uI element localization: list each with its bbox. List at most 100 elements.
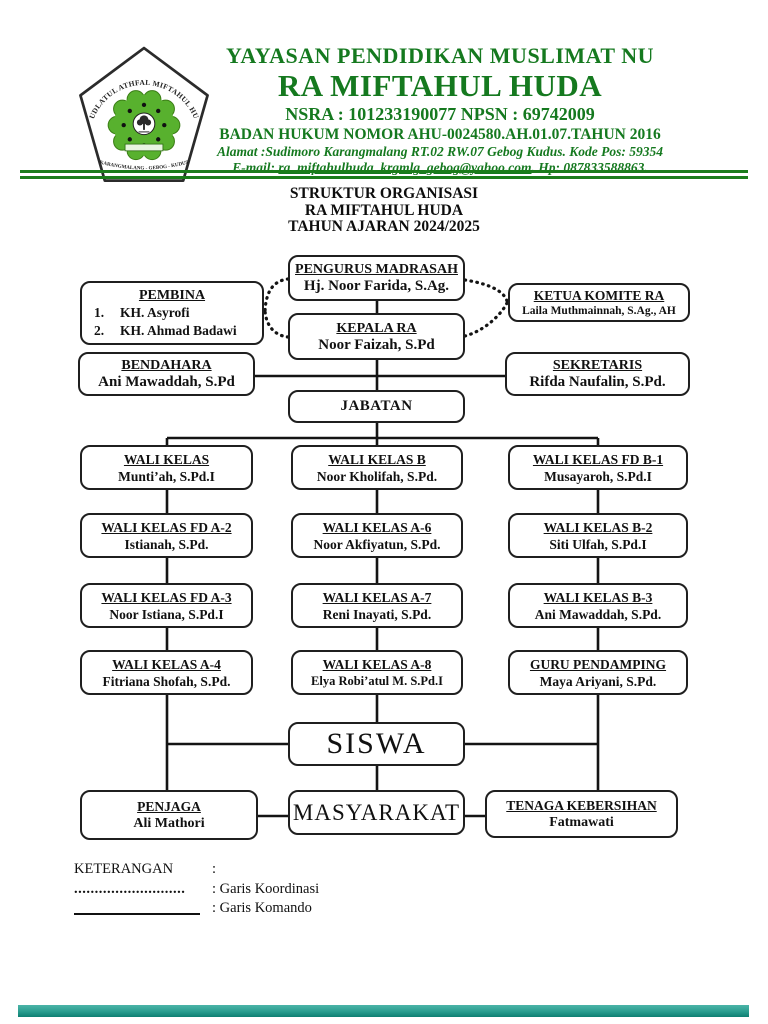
pembina-member: 2. KH. Ahmad Badawi: [94, 322, 254, 340]
box-title: WALI KELAS FD A-3: [101, 589, 232, 605]
box-title: WALI KELAS FD A-2: [101, 519, 232, 535]
box-title: WALI KELAS A-7: [322, 589, 432, 605]
box-name: Istianah, S.Pd.: [124, 536, 209, 552]
box-name: Noor Faizah, S.Pd: [318, 336, 435, 353]
box-name: Siti Ulfah, S.Pd.I: [549, 536, 647, 552]
logo-tree-icon: [136, 115, 152, 130]
school-logo-icon: RAUDLATUL ATHFAL MIFTAHUL HUDA KARANGMAL…: [76, 44, 209, 182]
box-name: Noor Akfiyatun, S.Pd.: [313, 536, 441, 552]
box-kepala-ra: KEPALA RA Noor Faizah, S.Pd: [288, 313, 465, 360]
title-line-3: TAHUN AJARAN 2024/2025: [288, 218, 480, 235]
box-title: WALI KELAS B-3: [543, 589, 653, 605]
box-name: Noor Istiana, S.Pd.I: [109, 606, 224, 622]
box-sekretaris: SEKRETARIS Rifda Naufalin, S.Pd.: [505, 352, 690, 396]
legend-title: KETERANGAN: [74, 861, 174, 877]
box-wali-kelas: WALI KELAS FD B-1 Musayaroh, S.Pd.I: [508, 445, 688, 490]
box-wali-kelas: WALI KELAS A-7 Reni Inayati, S.Pd.: [291, 583, 463, 628]
box-wali-kelas: WALI KELAS FD A-2 Istianah, S.Pd.: [80, 513, 253, 558]
document-title: STRUKTUR ORGANISASI RA MIFTAHUL HUDA TAH…: [0, 185, 768, 236]
box-title: WALI KELAS A-6: [322, 519, 432, 535]
legend-coordination-row: ........................... : Garis Koor…: [74, 880, 319, 900]
box-guru-pendamping: GURU PENDAMPING Maya Ariyani, S.Pd.: [508, 650, 688, 695]
box-title: PEMBINA: [138, 287, 206, 303]
school-name: RA MIFTAHUL HUDA: [277, 68, 603, 103]
solid-line-symbol: [74, 899, 200, 915]
box-title: WALI KELAS A-8: [322, 656, 432, 672]
legend-label: Garis Komando: [219, 900, 312, 916]
box-bendahara: BENDAHARA Ani Mawaddah, S.Pd: [78, 352, 255, 396]
box-tenaga-kebersihan: TENAGA KEBERSIHAN Fatmawati: [485, 790, 678, 838]
box-name: Ali Mathori: [133, 816, 205, 831]
box-name: Laila Muthmainnah, S.Ag., AH: [522, 305, 676, 317]
box-name: Munti’ah, S.Pd.I: [118, 468, 215, 484]
box-pengurus-madrasah: PENGURUS MADRASAH Hj. Noor Farida, S.Ag.: [288, 255, 465, 301]
legal-entity-line: BADAN HUKUM NOMOR AHU-0024580.AH.01.07.T…: [219, 126, 661, 143]
box-wali-kelas: WALI KELAS A-8 Elya Robi’atul M. S.Pd.I: [291, 650, 463, 695]
box-masyarakat: MASYARAKAT: [288, 790, 465, 835]
legend: KETERANGAN : ...........................…: [74, 860, 319, 922]
box-title: PENJAGA: [137, 799, 201, 814]
legend-command-row: : Garis Komando: [74, 899, 319, 922]
legend-colon: :: [212, 900, 217, 916]
box-title: WALI KELAS B: [328, 451, 426, 467]
box-title: WALI KELAS A-4: [112, 656, 221, 672]
box-title: TENAGA KEBERSIHAN: [506, 798, 657, 813]
box-title: WALI KELAS B-2: [543, 519, 653, 535]
letterhead: YAYASAN PENDIDIKAN MUSLIMAT NU RA MIFTAH…: [130, 42, 750, 176]
box-ketua-komite: KETUA KOMITE RA Laila Muthmainnah, S.Ag.…: [508, 283, 690, 322]
box-wali-kelas: WALI KELAS Munti’ah, S.Pd.I: [80, 445, 253, 490]
box-name: Fatmawati: [549, 815, 614, 830]
box-name: Ani Mawaddah, S.Pd.: [534, 606, 662, 622]
nsra-npsn-line: NSRA : 101233190077 NPSN : 69742009: [285, 104, 595, 124]
box-wali-kelas: WALI KELAS A-6 Noor Akfiyatun, S.Pd.: [291, 513, 463, 558]
box-name: Elya Robi’atul M. S.Pd.I: [311, 673, 443, 688]
box-title: MASYARAKAT: [292, 799, 461, 825]
member-name: KH. Ahmad Badawi: [120, 322, 237, 338]
box-name: Rifda Naufalin, S.Pd.: [529, 374, 666, 390]
box-wali-kelas: WALI KELAS A-4 Fitriana Shofah, S.Pd.: [80, 650, 253, 695]
address-line: Alamat :Sudimoro Karangmalang RT.02 RW.0…: [216, 144, 664, 159]
logo-bottom-text: KARANGMALANG - GEBOG - KUDUS: [99, 159, 190, 171]
box-title: SISWA: [326, 727, 427, 760]
box-name: Reni Inayati, S.Pd.: [322, 606, 432, 622]
title-line-2: RA MIFTAHUL HUDA: [304, 201, 464, 219]
header-divider-rule: [20, 170, 748, 179]
box-name: Ani Mawaddah, S.Pd: [98, 374, 235, 390]
box-name: Fitriana Shofah, S.Pd.: [102, 673, 231, 689]
box-title: PENGURUS MADRASAH: [295, 262, 458, 277]
title-line-1: STRUKTUR ORGANISASI: [289, 185, 479, 202]
legend-colon: :: [212, 861, 217, 877]
box-penjaga: PENJAGA Ali Mathori: [80, 790, 258, 840]
box-title: KEPALA RA: [336, 320, 417, 336]
box-title: GURU PENDAMPING: [529, 656, 667, 672]
box-wali-kelas: WALI KELAS FD A-3 Noor Istiana, S.Pd.I: [80, 583, 253, 628]
box-jabatan: JABATAN: [288, 390, 465, 423]
box-pembina: PEMBINA 1. KH. Asyrofi 2. KH. Ahmad Bada…: [80, 281, 264, 345]
member-number: 2.: [94, 322, 105, 338]
legend-colon: :: [212, 880, 217, 897]
box-name: Hj. Noor Farida, S.Ag.: [303, 278, 450, 294]
box-title: JABATAN: [340, 398, 413, 414]
box-wali-kelas: WALI KELAS B-2 Siti Ulfah, S.Pd.I: [508, 513, 688, 558]
box-title: WALI KELAS: [123, 451, 210, 467]
box-title: WALI KELAS FD B-1: [532, 451, 664, 467]
legend-title-row: KETERANGAN :: [74, 860, 319, 880]
box-siswa: SISWA: [288, 722, 465, 766]
member-name: KH. Asyrofi: [120, 304, 190, 320]
box-name: Maya Ariyani, S.Pd.: [539, 673, 657, 689]
box-title: SEKRETARIS: [552, 358, 643, 373]
box-title: KETUA KOMITE RA: [533, 288, 665, 303]
member-number: 1.: [94, 304, 105, 320]
footer-accent-bar: [18, 1005, 749, 1017]
svg-text:KARANGMALANG - GEBOG - KUDUS: KARANGMALANG - GEBOG - KUDUS: [99, 159, 190, 171]
box-title: BENDAHARA: [121, 358, 212, 373]
pembina-member-list: 1. KH. Asyrofi 2. KH. Ahmad Badawi: [82, 304, 262, 340]
box-wali-kelas: WALI KELAS B-3 Ani Mawaddah, S.Pd.: [508, 583, 688, 628]
legend-label: Garis Koordinasi: [219, 880, 320, 897]
foundation-name: YAYASAN PENDIDIKAN MUSLIMAT NU: [226, 43, 654, 68]
pembina-member: 1. KH. Asyrofi: [94, 304, 254, 322]
box-name: Noor Kholifah, S.Pd.: [316, 468, 438, 484]
dotted-line-symbol: ...........................: [74, 880, 186, 897]
box-wali-kelas: WALI KELAS B Noor Kholifah, S.Pd.: [291, 445, 463, 490]
